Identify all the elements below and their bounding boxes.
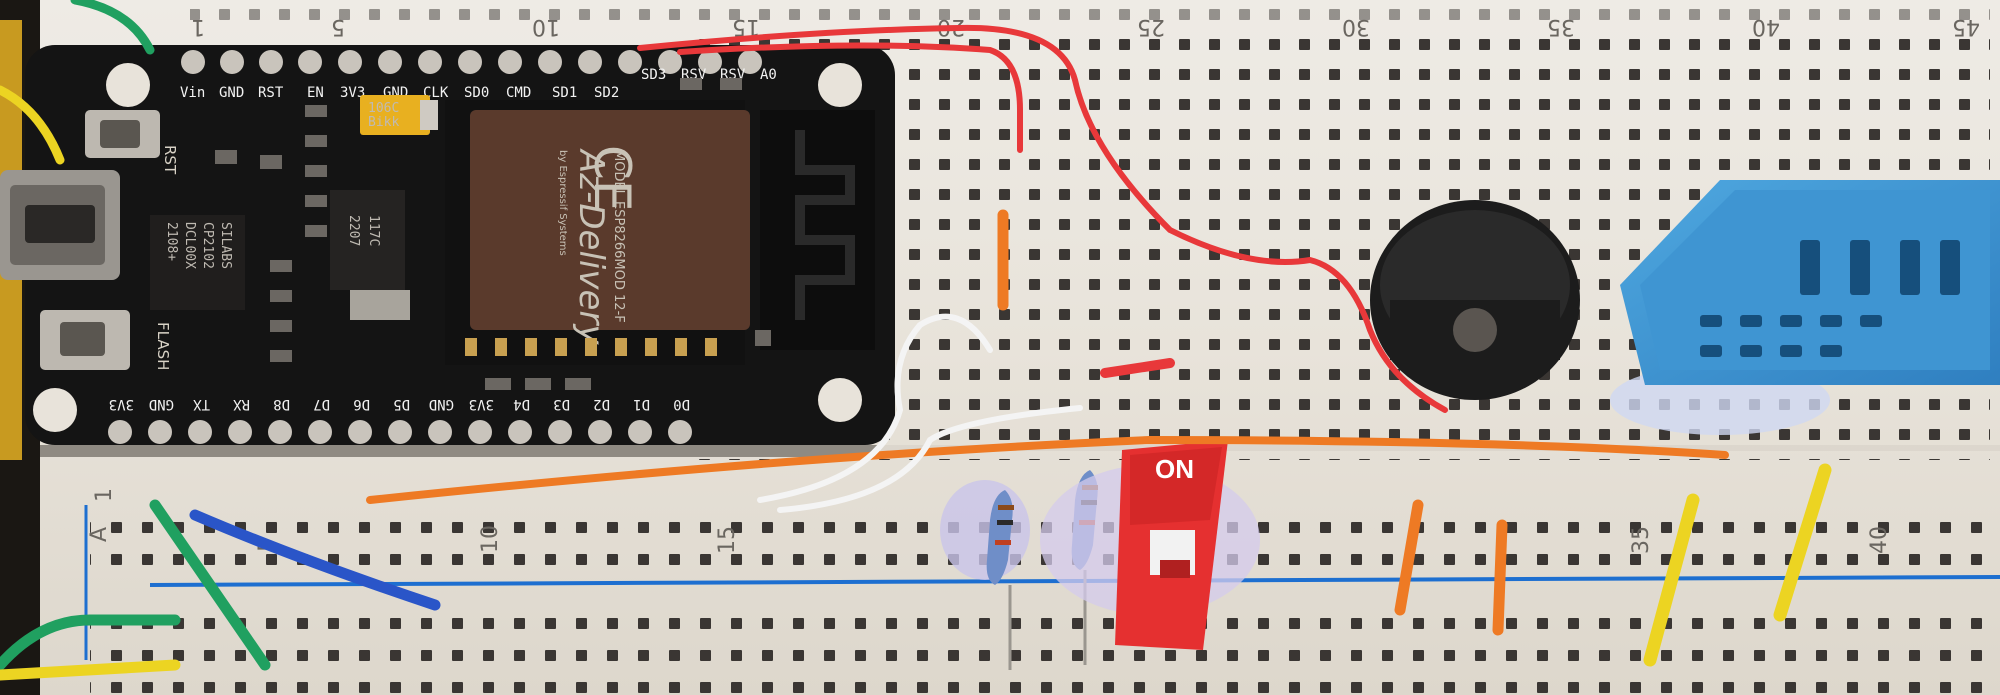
row-num-5: 5: [331, 14, 345, 39]
smd-components: [215, 78, 771, 390]
svg-text:SILABS: SILABS: [218, 222, 233, 269]
pin-3v3-bottom-2: 3V3: [469, 396, 494, 412]
bottom-num-40: 40: [1867, 526, 1892, 554]
yellow-jumper-2: [1773, 463, 1832, 622]
row-num-40: 40: [1752, 14, 1780, 39]
top-row-numbers: 1 5 10 15 20 25 30 35 40 45: [191, 14, 1980, 39]
pin-a0: A0: [760, 67, 777, 83]
pin-d4: D4: [513, 396, 530, 412]
bottom-pin-header: [108, 420, 692, 444]
pin-rst: RST: [258, 85, 284, 101]
blue-wire: [189, 509, 441, 611]
pin-vin: Vin: [180, 85, 205, 101]
row-num-1: 1: [191, 14, 205, 39]
dht11-sensor: [1610, 180, 2000, 435]
pin-en: EN: [307, 85, 324, 101]
flash-label: FLASH: [154, 322, 172, 370]
bottom-row-numbers: A 1 5 10 15 35 40: [87, 488, 1892, 554]
mount-hole-icon: [818, 378, 862, 422]
potentiometer[interactable]: [1370, 200, 1580, 400]
svg-text:117C: 117C: [366, 215, 381, 246]
wires: [0, 0, 1832, 681]
pin-d8: D8: [273, 396, 290, 412]
power-rail-holes: [90, 610, 2000, 695]
pin-gnd: GND: [219, 85, 244, 101]
pin-d3: D3: [553, 396, 570, 412]
dip-switch[interactable]: ON: [1040, 440, 1260, 650]
pin-sd3: SD3: [641, 67, 666, 83]
pin-sd2: SD2: [594, 85, 619, 101]
yellow-wire-1: [0, 659, 181, 681]
row-num-35: 35: [1547, 14, 1575, 39]
pin-cmd: CMD: [506, 85, 531, 101]
green-wire-1: [0, 614, 181, 671]
pin-tx: TX: [193, 396, 210, 412]
mount-hole-icon: [818, 63, 862, 107]
svg-text:2207: 2207: [346, 215, 361, 246]
nodemcu-board: Vin GND RST EN 3V3 GND CLK SD0 CMD SD1 S…: [0, 45, 895, 457]
pin-sd1: SD1: [552, 85, 577, 101]
rst-label: RST: [161, 145, 179, 175]
pin-d2: D2: [593, 396, 610, 412]
resistor: [940, 480, 1030, 670]
bottom-num-10: 10: [478, 525, 503, 553]
svg-text:Bikk: Bikk: [368, 115, 399, 130]
bottom-num-15: 15: [715, 526, 740, 554]
row-num-10: 10: [532, 14, 560, 39]
mount-hole-icon: [33, 388, 77, 432]
top-pin-header: [181, 50, 762, 74]
svg-text:2108+: 2108+: [164, 222, 179, 261]
pin-d0: D0: [673, 396, 690, 412]
red-wire-short: [677, 42, 1023, 153]
pin-rx: RX: [233, 396, 250, 412]
module-model: MODEL ESP8266MOD 12-F: [611, 150, 626, 323]
row-num-45: 45: [1952, 14, 1980, 39]
pin-gnd-bottom: GND: [149, 396, 174, 412]
pin-d5: D5: [393, 396, 410, 412]
micro-usb-port[interactable]: [0, 170, 120, 280]
white-wire-1: [757, 313, 993, 503]
rst-button[interactable]: [85, 110, 160, 158]
flash-button[interactable]: [40, 310, 130, 370]
orange-jumper-2: [1394, 499, 1424, 616]
pin-d7: D7: [313, 396, 330, 412]
ce-mark: CE: [583, 145, 641, 212]
orange-jumper-3: [1492, 519, 1508, 636]
bottom-pin-labels: 3V3 GND TX RX D8 D7 D6 D5 GND 3V3 D4 D3 …: [109, 396, 690, 412]
white-wire-2: [777, 405, 1083, 513]
tantalum-capacitor: 106C Bikk: [360, 95, 438, 135]
mount-hole-icon: [106, 63, 150, 107]
yellow-wire-2: [0, 85, 65, 165]
row-num-25: 25: [1137, 14, 1165, 39]
orange-wire-long: [366, 435, 1729, 504]
yellow-jumper-1: [1643, 493, 1700, 667]
pin-d6: D6: [353, 396, 370, 412]
green-wire-2: [149, 499, 271, 671]
pin-3v3: 3V3: [340, 85, 365, 101]
pin-d1: D1: [633, 396, 650, 412]
red-wire-long: [637, 24, 1448, 413]
svg-text:106C: 106C: [368, 101, 399, 116]
dip-switch-label: ON: [1155, 454, 1194, 484]
green-wire-top: [70, 0, 155, 55]
pin-3v3-bottom: 3V3: [109, 396, 134, 412]
svg-text:DCL00X: DCL00X: [182, 222, 197, 269]
pin-gnd-bottom-2: GND: [429, 396, 454, 412]
bottom-num-35: 35: [1629, 526, 1654, 554]
module-vendor: by Espressif Systems: [557, 150, 568, 256]
row-letter-a: A: [87, 527, 112, 542]
pcb-antenna-icon: [760, 110, 875, 350]
svg-text:CP2102: CP2102: [200, 222, 215, 269]
usb-serial-chip: SILABS CP2102 DCL00X 2108+: [150, 215, 245, 310]
bottom-num-1: 1: [92, 488, 117, 502]
voltage-regulator: 117C 2207: [330, 190, 410, 320]
red-jumper: [1100, 358, 1175, 378]
row-num-30: 30: [1342, 14, 1370, 39]
esp8266-module: CE MODEL ESP8266MOD 12-F Az-Delivery by …: [445, 100, 750, 365]
brand-logo: Az-Delivery: [571, 148, 611, 345]
pin-sd0: SD0: [464, 85, 489, 101]
